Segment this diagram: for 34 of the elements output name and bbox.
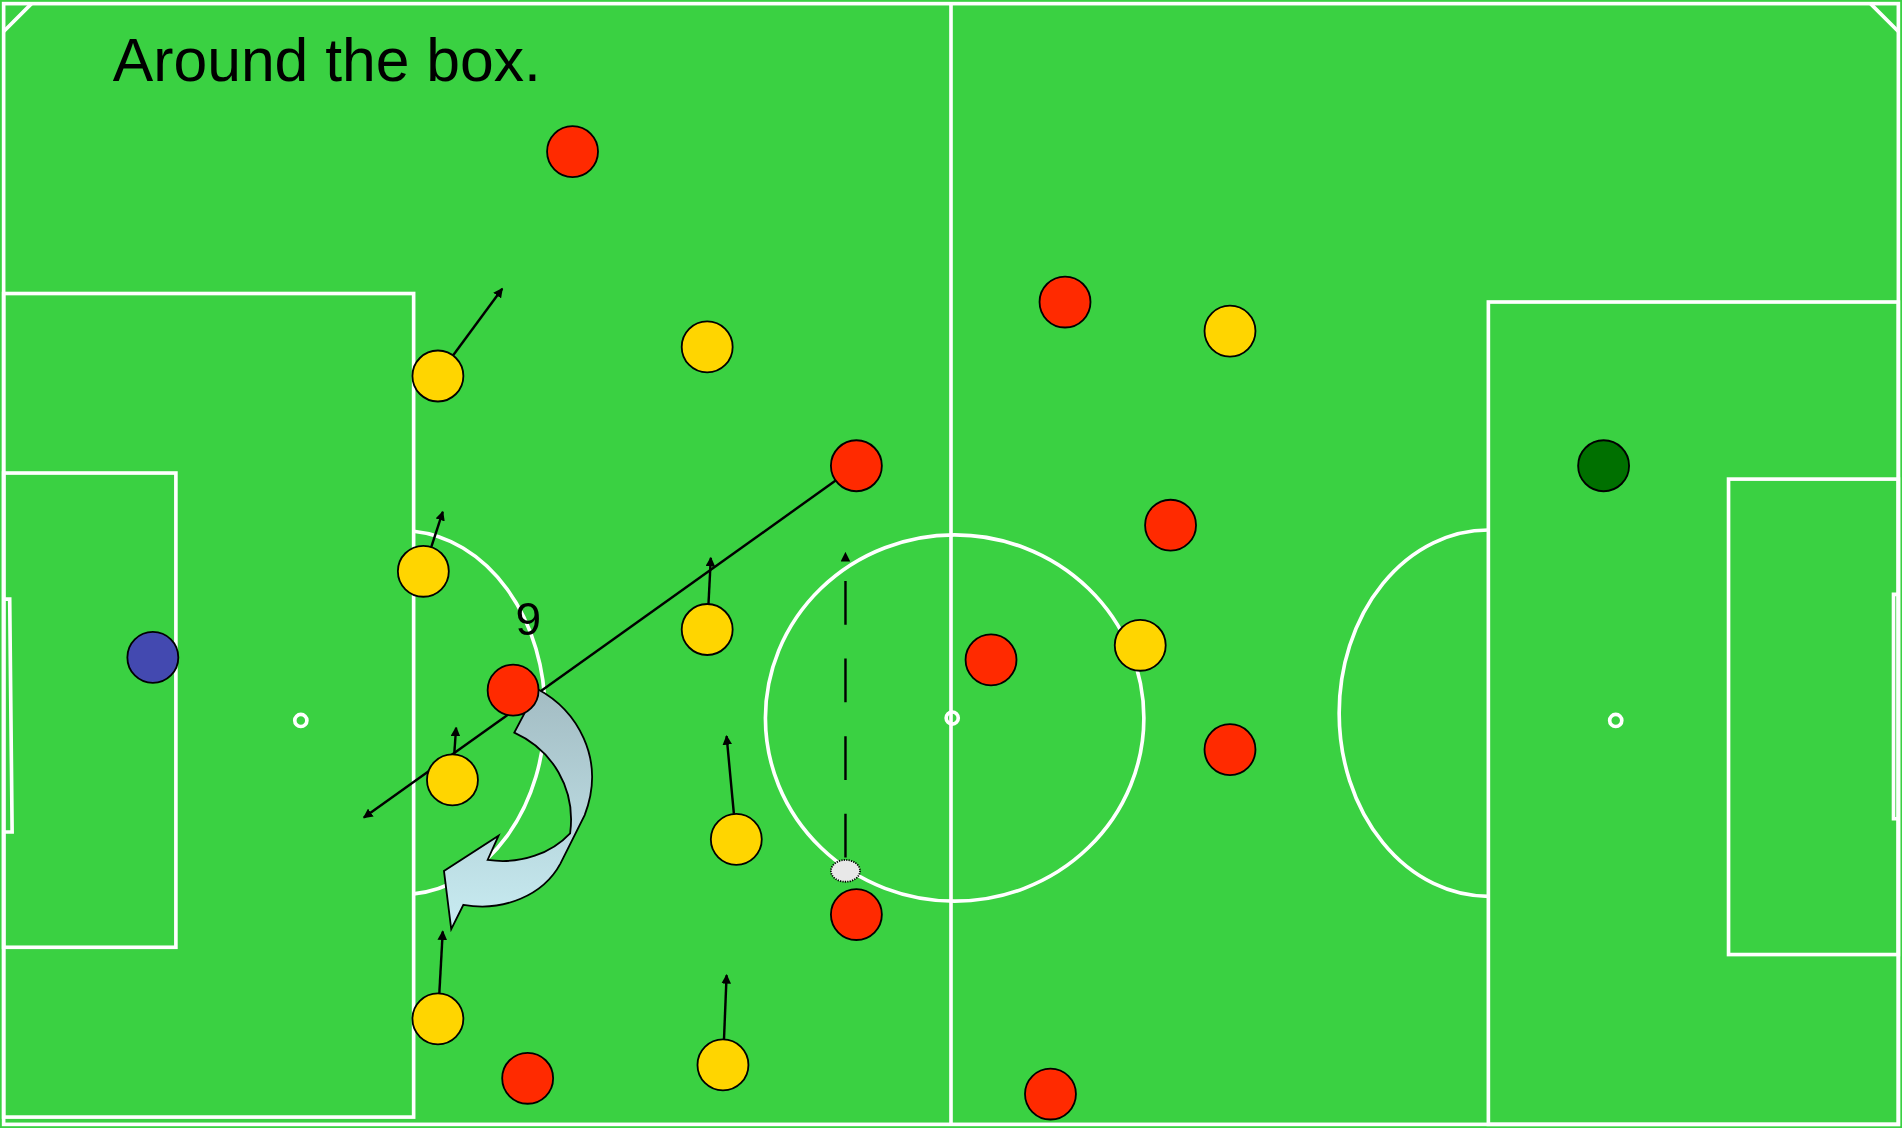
player-token [126, 631, 180, 684]
movement-arrow [437, 930, 448, 994]
player-token [426, 753, 479, 807]
diagram-title: Around the box. [112, 30, 541, 91]
player-token [1203, 304, 1257, 358]
curved-run-arrow [443, 688, 593, 930]
movement-arrow [705, 556, 716, 605]
player-token [501, 1051, 555, 1105]
movement-arrow [430, 510, 445, 548]
player-token [411, 349, 465, 403]
player-token [680, 603, 734, 656]
player-token [964, 633, 1018, 687]
player-token [1038, 275, 1092, 329]
player-token [486, 663, 540, 717]
player-token [830, 439, 883, 493]
dribble-arrow [840, 551, 851, 858]
player-token [546, 125, 599, 178]
player-token [1024, 1067, 1077, 1121]
player-token [830, 888, 883, 941]
player-token [1144, 498, 1197, 552]
player-token [696, 1038, 750, 1092]
player-token [680, 320, 734, 374]
movement-arrow [722, 735, 736, 815]
movement-arrow [452, 287, 504, 357]
movement-arrow [721, 973, 732, 1040]
player-token [396, 544, 450, 598]
movement-arrow [362, 479, 837, 819]
player-token [709, 812, 763, 866]
player-token [411, 992, 465, 1046]
player-token [1577, 439, 1630, 493]
ball [830, 859, 861, 883]
player-token [1113, 618, 1167, 672]
movement-arrow [450, 726, 461, 755]
player-token [1203, 723, 1257, 776]
